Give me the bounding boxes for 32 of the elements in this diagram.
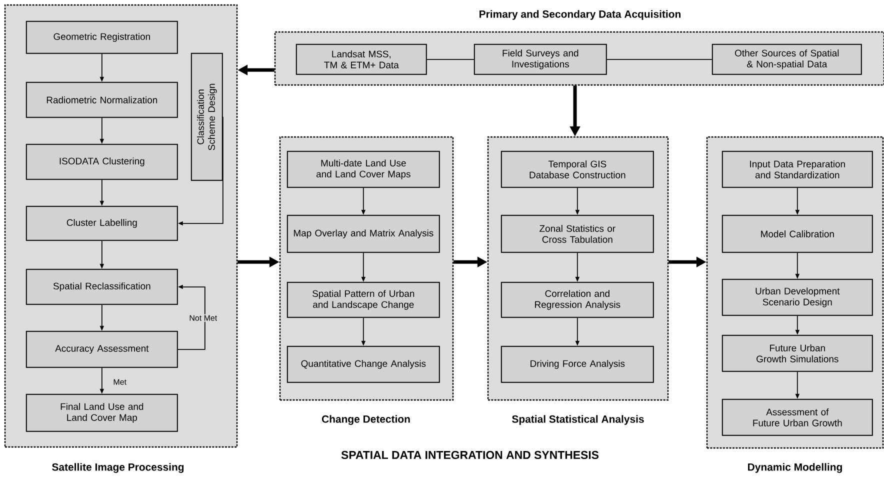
- connector-line: [606, 58, 712, 60]
- group-heading: Satellite Image Processing: [52, 463, 184, 473]
- integration-title: SPATIAL DATA INTEGRATION AND SYNTHESIS: [341, 450, 599, 460]
- process-box: Future Urban Growth Simulations: [722, 334, 873, 372]
- process-box: Model Calibration: [722, 214, 873, 253]
- process-box: Input Data Preparation and Standardization: [722, 150, 873, 188]
- process-box: Accuracy Assessment: [26, 330, 178, 368]
- process-box: Geometric Registration: [26, 20, 178, 54]
- group-heading: Primary and Secondary Data Acquisition: [480, 10, 680, 20]
- process-box: Assessment of Future Urban Growth: [722, 398, 873, 436]
- process-box: Other Sources of Spatial & Non-spatial Data: [712, 44, 862, 75]
- process-box: Multi-date Land Use and Land Cover Maps: [286, 150, 440, 188]
- process-box: Final Land Use and Land Cover Map: [26, 394, 178, 432]
- connector-line: [426, 58, 474, 60]
- process-box: Correlation and Regression Analysis: [500, 282, 654, 318]
- group-heading: Change Detection: [322, 415, 410, 425]
- group-heading: Spatial Statistical Analysis: [512, 415, 644, 425]
- group-heading: Dynamic Modelling: [748, 463, 842, 473]
- process-box: Driving Force Analysis: [500, 346, 654, 383]
- process-box: Map Overlay and Matrix Analysis: [286, 214, 440, 253]
- process-box: Radiometric Normalization: [26, 82, 178, 118]
- process-box: Landsat MSS, TM & ETM+ Data: [296, 44, 427, 75]
- process-box: Field Surveys and Investigations: [474, 44, 607, 75]
- process-box: Cluster Labelling: [26, 206, 178, 241]
- process-box: Spatial Pattern of Urban and Landscape Change: [286, 282, 440, 318]
- process-box: Temporal GIS Database Construction: [500, 150, 654, 188]
- process-box: Quantitative Change Analysis: [286, 346, 440, 383]
- process-box: ISODATA Clustering: [26, 144, 178, 180]
- process-box: Zonal Statistics or Cross Tabulation: [500, 214, 654, 253]
- process-box: Spatial Reclassification: [26, 268, 178, 305]
- process-box: Classification Scheme Design: [190, 52, 223, 181]
- process-box: Urban Development Scenario Design: [722, 278, 873, 316]
